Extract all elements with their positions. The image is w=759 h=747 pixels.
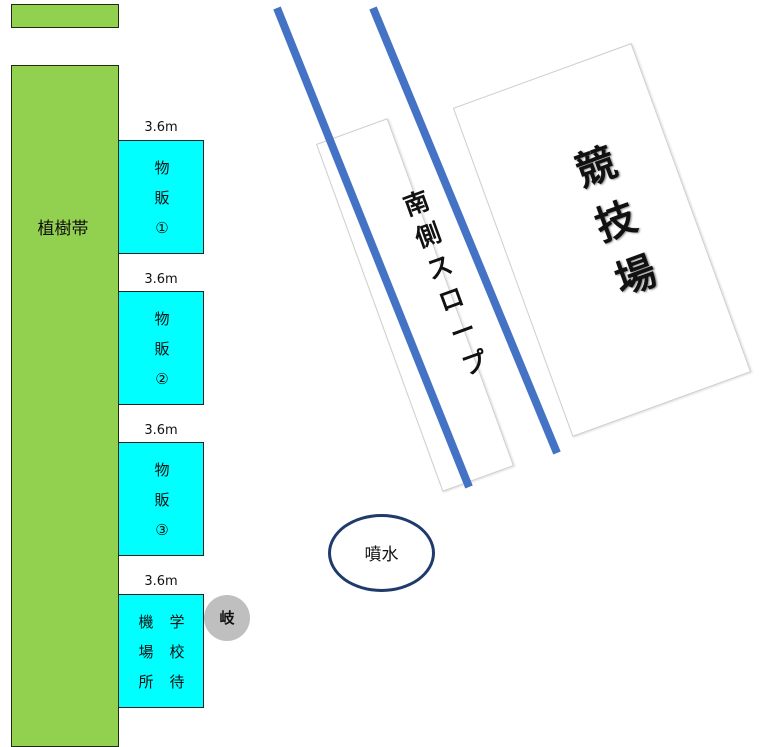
booth-3-text: 物 販 ③ — [154, 461, 170, 539]
tree-belt-top-segment — [11, 4, 119, 28]
booth-2-dimension: 3.6m — [144, 272, 178, 287]
booth-2[interactable]: 物 販 ② — [118, 291, 204, 405]
booth-1-dimension: 3.6m — [144, 120, 178, 135]
fountain — [328, 514, 435, 592]
booth-2-text: 物 販 ② — [154, 310, 170, 388]
booth-4-right-column: 学 校 待 — [169, 613, 185, 691]
gi-marker: 岐 — [204, 595, 250, 641]
booth-1-text: 物 販 ① — [154, 159, 170, 237]
booth-3-dimension: 3.6m — [144, 423, 178, 438]
slope-line-left — [273, 6, 473, 489]
booth-4-left-column: 機 場 所 — [138, 613, 154, 691]
booth-1[interactable]: 物 販 ① — [118, 140, 204, 254]
booth-4-dimension: 3.6m — [144, 574, 178, 589]
booth-3[interactable]: 物 販 ③ — [118, 442, 204, 556]
tree-belt-label: 植樹帯 — [37, 219, 89, 239]
slope-line-right — [369, 6, 561, 455]
fountain-label: 噴水 — [364, 545, 399, 565]
booth-4[interactable]: 機 場 所 学 校 待 — [118, 594, 204, 708]
tree-belt — [11, 65, 119, 747]
